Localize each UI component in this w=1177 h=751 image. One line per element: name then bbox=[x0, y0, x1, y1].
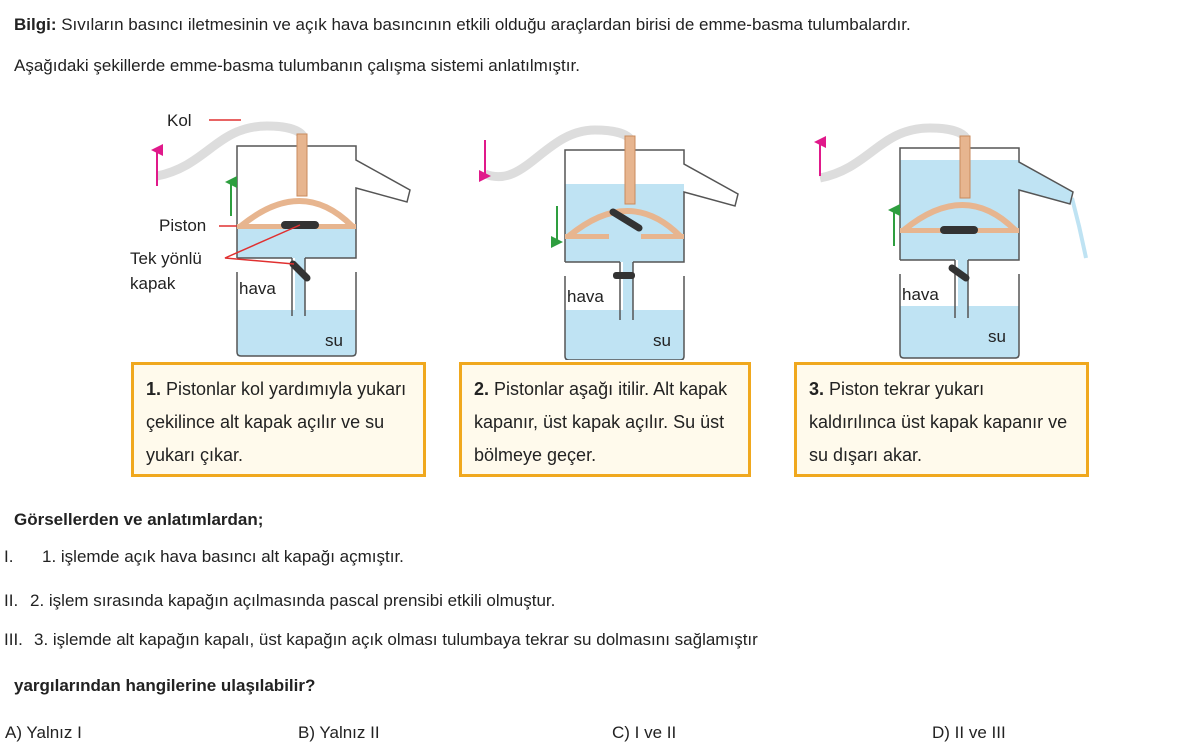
statement-2: II. 2. işlem sırasında kapağın açılmasınd… bbox=[4, 591, 555, 611]
question-prompt: yargılarından hangilerine ulaşılabilir? bbox=[14, 676, 316, 695]
step-number: 3. bbox=[809, 379, 825, 399]
statement-text: 1. işlemde açık hava basıncı alt kapağı … bbox=[42, 547, 404, 566]
statement-1: I. 1. işlemde açık hava basıncı alt kapağ… bbox=[4, 547, 404, 567]
statement-text: 2. işlem sırasında kapağın açılmasında p… bbox=[30, 591, 556, 610]
intro-text: Sıvıların basıncı iletmesinin ve açık ha… bbox=[56, 15, 911, 34]
statement-numeral: I. bbox=[4, 547, 14, 566]
label-water: su bbox=[653, 331, 671, 350]
pump-stage-3: hava su bbox=[814, 123, 1088, 359]
label-piston: Piston bbox=[159, 216, 206, 235]
option-c[interactable]: C) I ve II bbox=[612, 723, 677, 742]
statement-numeral: III. bbox=[4, 630, 23, 649]
step-text: Piston tekrar yukarı kaldırılınca üst ka… bbox=[809, 379, 1068, 465]
label-water: su bbox=[325, 331, 343, 350]
step-box-3: 3. Piston tekrar yukarı kaldırılınca üst… bbox=[794, 362, 1089, 477]
step-box-2: 2. Pistonlar aşağı itilir. Alt kapak kap… bbox=[459, 362, 751, 477]
step-box-1: 1. Pistonlar kol yardımıyla yukarı çekil… bbox=[131, 362, 426, 477]
step-text: Pistonlar aşağı itilir. Alt kapak kapanı… bbox=[474, 379, 728, 465]
intro-line-1: Bilgi: Sıvıların basıncı iletmesinin ve … bbox=[14, 15, 911, 35]
statement-text: 3. işlemde alt kapağın kapalı, üst kapağ… bbox=[34, 630, 758, 649]
intro-line-2: Aşağıdaki şekillerde emme-basma tulumban… bbox=[14, 56, 580, 75]
statement-numeral: II. bbox=[4, 591, 19, 610]
question-lead: Görsellerden ve anlatımlardan; bbox=[14, 510, 264, 529]
option-a[interactable]: A) Yalnız I bbox=[5, 723, 82, 742]
option-d[interactable]: D) II ve III bbox=[932, 723, 1006, 742]
label-air: hava bbox=[239, 279, 276, 298]
step-text: Pistonlar kol yardımıyla yukarı çekilinc… bbox=[146, 379, 407, 465]
step-number: 1. bbox=[146, 379, 162, 399]
label-valve-2: kapak bbox=[130, 274, 176, 293]
pump-diagrams: Kol Piston Tek yönlü kapak hava su hava … bbox=[130, 111, 1088, 360]
label-water: su bbox=[988, 327, 1006, 346]
pump-stage-1: Kol Piston Tek yönlü kapak hava su bbox=[130, 111, 411, 357]
step-number: 2. bbox=[474, 379, 490, 399]
pump-stage-2: hava su bbox=[479, 125, 739, 360]
label-air: hava bbox=[902, 285, 939, 304]
intro-label: Bilgi: bbox=[14, 15, 57, 34]
label-air: hava bbox=[567, 287, 604, 306]
option-b[interactable]: B) Yalnız II bbox=[298, 723, 380, 742]
statement-3: III. 3. işlemde alt kapağın kapalı, üst k… bbox=[4, 630, 758, 650]
label-valve: Tek yönlü bbox=[130, 249, 202, 268]
label-kol: Kol bbox=[167, 111, 192, 130]
